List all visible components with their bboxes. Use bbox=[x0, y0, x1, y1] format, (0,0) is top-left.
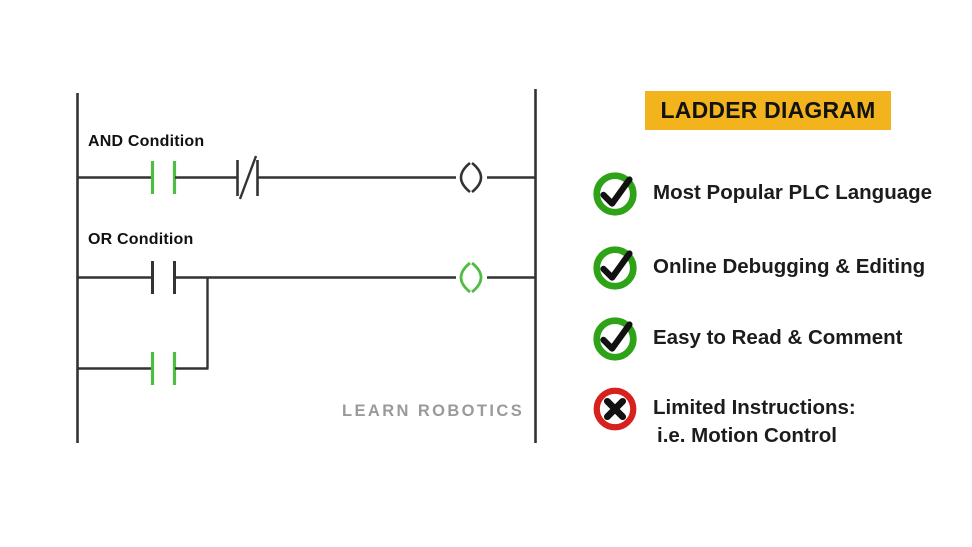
list-item-label: Most Popular PLC Language bbox=[653, 181, 933, 204]
title-banner: LADDER DIAGRAM bbox=[645, 91, 891, 130]
list-item: Online Debugging & Editing bbox=[590, 242, 925, 292]
nc-contact-icon bbox=[236, 155, 259, 200]
watermark-text: LEARN ROBOTICS bbox=[342, 402, 525, 420]
or-rung bbox=[77, 261, 535, 385]
page-title: LADDER DIAGRAM bbox=[660, 97, 876, 123]
x-circle-icon bbox=[593, 387, 637, 431]
no-contact-green-icon bbox=[150, 352, 177, 385]
list-item-label: Online Debugging & Editing bbox=[653, 255, 926, 278]
list-item-line1: Limited Instructions: bbox=[653, 396, 856, 419]
output-coil-green-icon bbox=[459, 261, 483, 294]
and-condition-label: AND Condition bbox=[88, 133, 205, 150]
and-rung bbox=[77, 155, 535, 200]
no-contact-icon bbox=[151, 261, 176, 294]
or-condition-label: OR Condition bbox=[88, 231, 194, 248]
or-branch bbox=[77, 277, 209, 385]
check-circle-icon bbox=[593, 317, 637, 361]
list-item: Limited Instructions: i.e. Motion Contro… bbox=[590, 384, 856, 450]
list-item: Most Popular PLC Language bbox=[590, 168, 932, 218]
list-item: Easy to Read & Comment bbox=[590, 313, 902, 363]
check-circle-icon bbox=[593, 246, 637, 290]
check-circle-icon bbox=[593, 172, 637, 216]
list-item-line2: i.e. Motion Control bbox=[657, 424, 837, 447]
list-item-label: Limited Instructions: i.e. Motion Contro… bbox=[653, 394, 856, 450]
no-contact-green-icon bbox=[150, 161, 177, 194]
list-item-label: Easy to Read & Comment bbox=[653, 326, 903, 349]
output-coil-icon bbox=[459, 161, 483, 194]
